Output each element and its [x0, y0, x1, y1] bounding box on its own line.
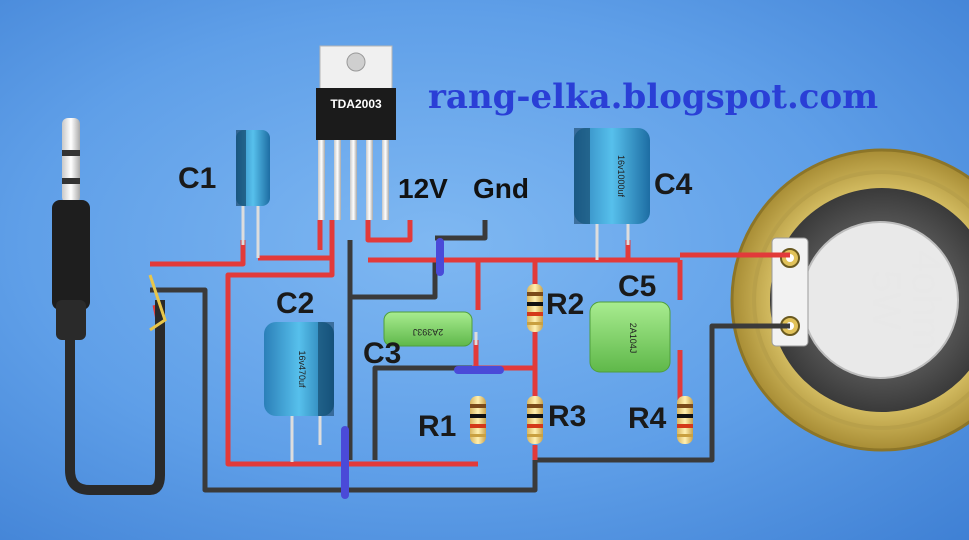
c2-marking: 16v470uf — [297, 350, 307, 388]
capacitor-c1 — [236, 130, 270, 258]
speaker-terminal-strip — [771, 237, 809, 347]
r1-label: R1 — [418, 410, 456, 443]
ground-wires — [150, 220, 790, 493]
r3-label: R3 — [548, 400, 586, 433]
c5-label: C5 — [618, 270, 656, 303]
resistor-r1 — [470, 396, 486, 444]
r2-label: R2 — [546, 288, 584, 321]
supply-gnd-label: Gnd — [473, 173, 529, 204]
c4-label: C4 — [654, 168, 693, 201]
capacitor-c5: 2A104J — [589, 301, 671, 373]
resistor-r2 — [527, 284, 543, 332]
c1-label: C1 — [178, 162, 216, 195]
speaker-impedance: 4ohm — [904, 250, 948, 350]
jack-plug-body — [52, 200, 90, 310]
capacitor-c3: 2A393J — [383, 311, 478, 347]
c3-label: C3 — [363, 337, 401, 370]
c3-marking: 2A393J — [413, 327, 444, 337]
speaker-power: 5W — [864, 270, 908, 330]
resistor-r3 — [527, 396, 543, 444]
c5-marking: 2A104J — [628, 323, 638, 354]
jack-plug-tip — [62, 118, 80, 203]
audio-jack — [52, 118, 167, 495]
ic-tda2003: TDA2003 — [316, 45, 396, 220]
r4-label: R4 — [628, 402, 667, 435]
supply-12v-label: 12V — [398, 173, 448, 204]
c2-label: C2 — [276, 287, 314, 320]
resistor-r4 — [677, 396, 693, 444]
capacitor-c2: 16v470uf — [264, 322, 334, 462]
watermark-text: rang-elka.blogspot.com — [428, 77, 878, 117]
capacitor-c4: 16v1000uf — [574, 128, 650, 260]
ic-label: TDA2003 — [330, 97, 382, 111]
ic-body — [316, 88, 396, 140]
c4-marking: 16v1000uf — [616, 155, 626, 198]
jumpers — [341, 238, 504, 499]
speaker: 4ohm 5W — [730, 148, 969, 452]
